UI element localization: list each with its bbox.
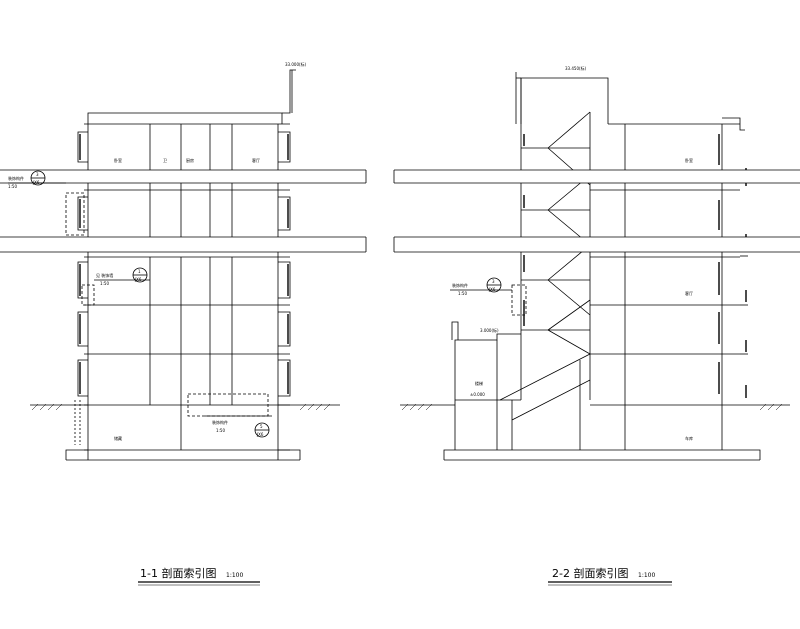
left-callout-2-text: 见 装饰墙 bbox=[96, 272, 113, 278]
right-roof-level: 33.450(标) bbox=[565, 65, 587, 71]
right-room-label: 卧室 bbox=[685, 157, 693, 163]
left-callout-2-ratio: 1:50 bbox=[100, 281, 109, 286]
right-room-label: 客厅 bbox=[685, 290, 693, 296]
cut-band-lower bbox=[0, 236, 800, 253]
left-window-hatches bbox=[79, 134, 289, 394]
left-labels: 33.000(标) 装饰构件 1:50 3 JX6 见 装饰墙 1:50 1 J… bbox=[8, 61, 307, 441]
right-section-title: 2-2 剖面索引图 bbox=[552, 566, 628, 580]
left-section-title: 1-1 剖面索引图 bbox=[140, 566, 216, 580]
left-callout-3 bbox=[205, 415, 272, 438]
left-section-scale: 1:100 bbox=[226, 572, 243, 579]
left-callout-2-bottom: JX6 bbox=[134, 277, 142, 282]
left-callout-3-ratio: 1:50 bbox=[216, 428, 225, 433]
left-callout-3-text: 装饰构件 bbox=[212, 419, 228, 425]
left-section-building bbox=[30, 69, 340, 461]
section-titles: 1-1 剖面索引图 1:100 2-2 剖面索引图 1:100 bbox=[140, 566, 655, 580]
left-room-label: 客厅 bbox=[252, 157, 260, 163]
right-mid-level: 3.000(标) bbox=[480, 327, 499, 333]
left-ground-hatch bbox=[31, 403, 331, 411]
left-callout-3-top: 5 bbox=[260, 424, 263, 429]
right-ground-level: ±0.000 bbox=[470, 392, 485, 397]
left-callout-1-ratio: 1:50 bbox=[8, 184, 17, 189]
cut-band-upper bbox=[0, 169, 800, 184]
right-callout-ratio: 1:50 bbox=[458, 291, 467, 296]
left-callout-1 bbox=[8, 170, 66, 186]
right-labels: 33.450(标) 3.000(标) ±0.000 装饰构件 1:50 3 JX… bbox=[452, 65, 693, 441]
left-callout-1-top: 3 bbox=[36, 172, 39, 177]
left-callout-1-text: 装饰构件 bbox=[8, 175, 24, 181]
left-roof-level: 33.000(标) bbox=[285, 61, 307, 67]
left-room-label: 厨房 bbox=[186, 157, 194, 163]
right-callout-1 bbox=[450, 277, 512, 293]
title-underlines bbox=[138, 581, 672, 586]
right-callout-text: 装饰构件 bbox=[452, 282, 468, 288]
right-ground-hatch bbox=[401, 403, 783, 411]
left-callout-2-top: 1 bbox=[138, 269, 141, 274]
left-room-label: 卧室 bbox=[114, 157, 122, 163]
left-room-label: 储藏 bbox=[114, 435, 122, 441]
right-section-scale: 1:100 bbox=[638, 572, 655, 579]
right-callout-top: 3 bbox=[492, 279, 495, 284]
right-room-label: 楼梯 bbox=[475, 380, 483, 386]
right-section-building bbox=[400, 72, 790, 461]
left-callout-2 bbox=[94, 267, 150, 283]
right-room-label: 车库 bbox=[685, 435, 693, 441]
right-callout-bottom: JX6 bbox=[488, 287, 496, 292]
left-room-label: 卫 bbox=[163, 158, 167, 163]
left-callout-1-bottom: JX6 bbox=[32, 180, 40, 185]
left-callout-3-bottom: JX6 bbox=[256, 432, 264, 437]
